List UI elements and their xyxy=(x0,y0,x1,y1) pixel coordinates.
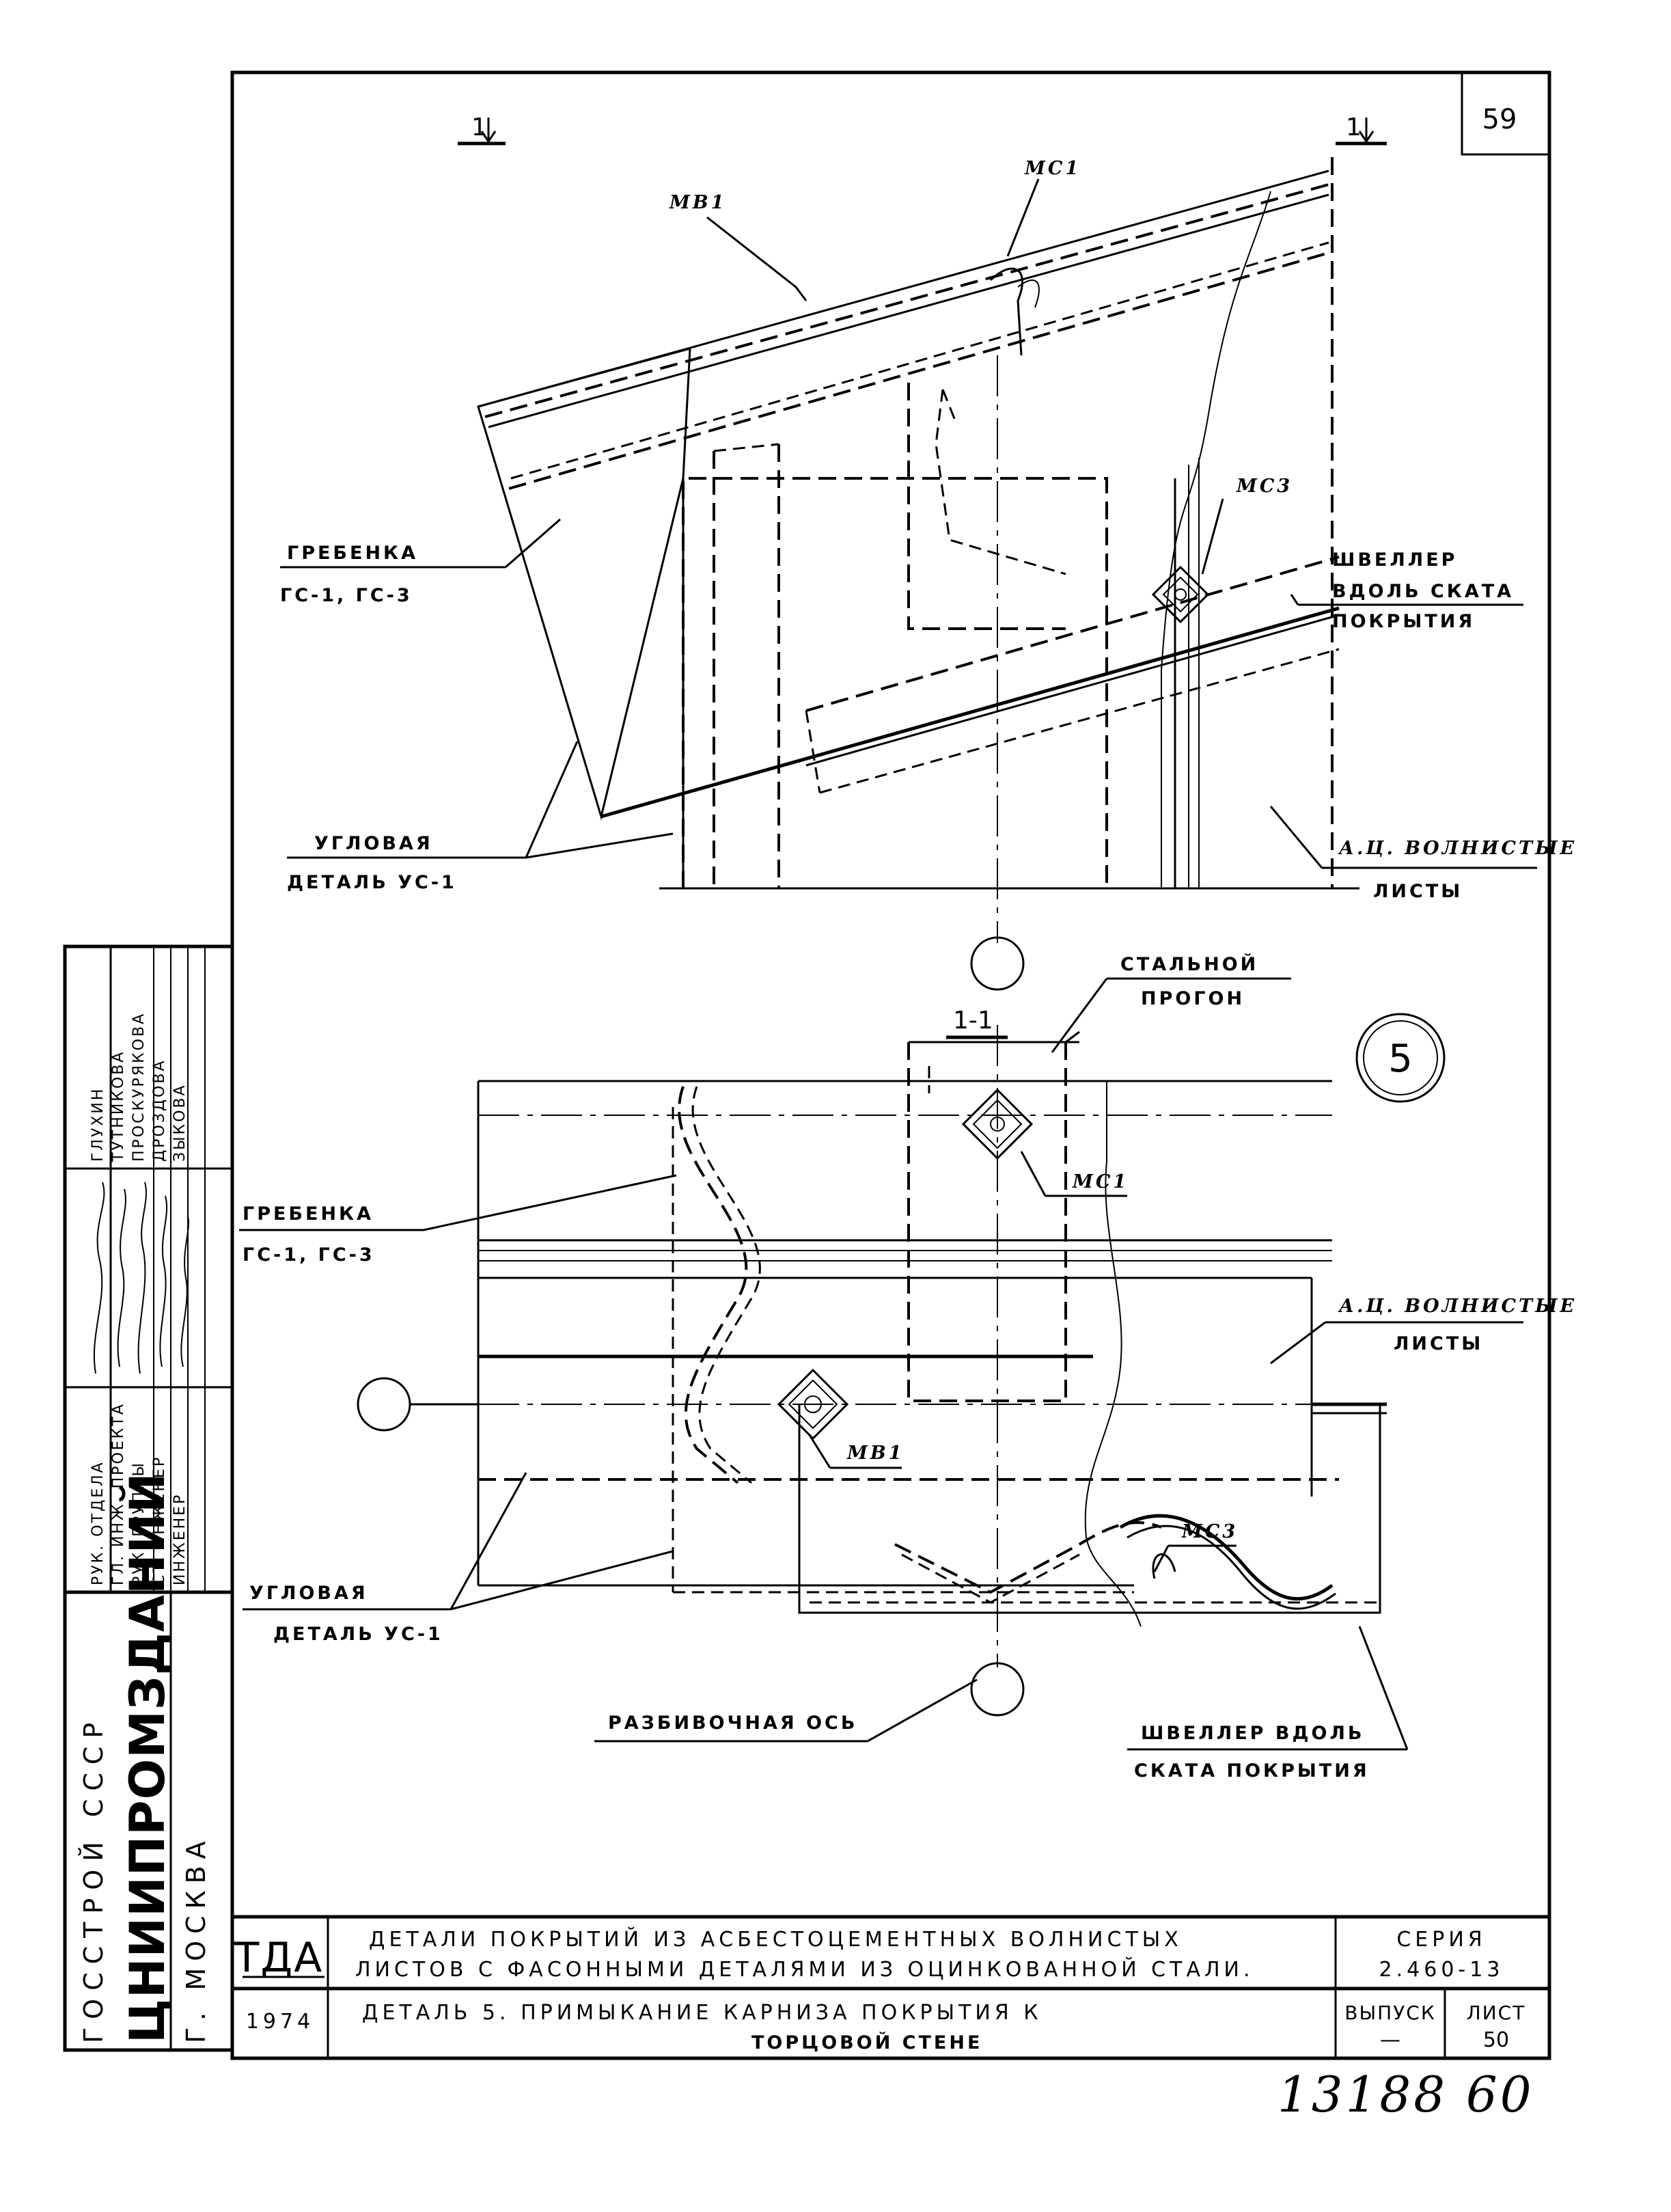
section-mark-right-label: 1 xyxy=(1346,113,1362,141)
sheet-label: ЛИСТ xyxy=(1467,2002,1526,2024)
year: 1974 xyxy=(246,2010,314,2034)
org-line2: ЦНИИПРОМЗДАНИЙ xyxy=(120,1472,176,2043)
name-5: ЗЫКОВА xyxy=(171,1083,189,1162)
detail-line2: ТОРЦОВОЙ СТЕНЕ xyxy=(751,2032,982,2053)
signatures xyxy=(93,1182,189,1374)
logo: ТДА xyxy=(234,1934,324,1982)
label-stalnoy: СТАЛЬНОЙ ПРОГОН xyxy=(1051,953,1291,1053)
org-line1: ГОССТРОЙ СССР xyxy=(79,1715,109,2043)
grebenka-lower-title: ГРЕБЕНКА xyxy=(243,1203,374,1225)
shveller-line2: ВДОЛЬ СКАТА xyxy=(1332,581,1514,602)
role-2: ГЛ. ИНЖ. ПРОЕКТА xyxy=(110,1402,127,1585)
label-ms1-lower: МС1 xyxy=(1020,1151,1129,1197)
section-title: 1-1 xyxy=(946,1007,1008,1039)
name-1: ГЛУХИН xyxy=(89,1087,107,1162)
name-3: ПРОСКУРЯКОВА xyxy=(130,1012,148,1162)
fastener-ms1-upper xyxy=(989,267,1040,356)
label-ms1-upper: МС1 xyxy=(1006,158,1081,257)
ms1-lower-label: МС1 xyxy=(1072,1171,1129,1192)
label-mv1-upper: МВ1 xyxy=(669,192,807,301)
ats-line1: А.Ц. ВОЛНИСТЫЕ xyxy=(1338,838,1577,859)
mv1-label: МВ1 xyxy=(669,192,727,213)
label-grebenka-lower: ГРЕБЕНКА ГС-1, ГС-3 xyxy=(239,1174,677,1266)
sheet-value: 50 xyxy=(1483,2028,1509,2052)
approval-stamp: РУК. ОТДЕЛА ГЛ. ИНЖ. ПРОЕКТА РУК. ГРУППЫ… xyxy=(63,944,234,2052)
grebenka-title: ГРЕБЕНКА xyxy=(287,543,418,564)
shveller-lower-line2: СКАТА ПОКРЫТИЯ xyxy=(1134,1760,1370,1781)
stalnoy-line1: СТАЛЬНОЙ xyxy=(1120,953,1258,975)
mv1-lower-label: МВ1 xyxy=(846,1443,904,1464)
sheet-number-box: 59 xyxy=(1461,72,1549,156)
fastener-ms1-lower xyxy=(961,1088,1034,1160)
grebenka-codes: ГС-1, ГС-3 xyxy=(280,585,413,606)
axis-marker-upper xyxy=(970,936,1025,991)
label-ms3-lower: МС3 xyxy=(1153,1521,1238,1572)
stalnoy-line2: ПРОГОН xyxy=(1141,988,1245,1009)
detail-number: 5 xyxy=(1388,1037,1413,1081)
name-2: ТУТНИКОВА xyxy=(110,1050,127,1162)
label-shveller-lower: ШВЕЛЛЕР ВДОЛЬ СКАТА ПОКРЫТИЯ xyxy=(1127,1626,1409,1781)
shveller-lower-line1: ШВЕЛЛЕР ВДОЛЬ xyxy=(1141,1723,1364,1744)
issue-value: — xyxy=(1380,2028,1400,2052)
label-uglovaya-lower: УГЛОВАЯ ДЕТАЛЬ УС-1 xyxy=(243,1472,674,1645)
label-ats-upper: А.Ц. ВОЛНИСТЫЕ ЛИСТЫ xyxy=(1269,806,1577,902)
ms1-label: МС1 xyxy=(1024,158,1081,179)
axis-marker-bottom xyxy=(970,1662,1025,1717)
detail-line1: ДЕТАЛЬ 5. ПРИМЫКАНИЕ КАРНИЗА ПОКРЫТИЯ К xyxy=(362,2001,1042,2025)
shveller-line1: ШВЕЛЛЕР xyxy=(1332,549,1457,571)
fastener-ms3-upper xyxy=(1151,565,1210,624)
axis-marker-left xyxy=(357,1377,411,1432)
label-mv1-lower: МВ1 xyxy=(808,1434,904,1469)
ms3-label: МС3 xyxy=(1236,476,1293,497)
ats-lower-line2: ЛИСТЫ xyxy=(1394,1333,1483,1354)
ms3-lower-label: МС3 xyxy=(1181,1521,1238,1542)
name-4: ДРОЗДОВА xyxy=(151,1059,168,1162)
shveller-line3: ПОКРЫТИЯ xyxy=(1332,611,1475,632)
label-shveller-upper: ШВЕЛЛЕР ВДОЛЬ СКАТА ПОКРЫТИЯ xyxy=(1290,549,1523,632)
lower-view: 1-1 5 xyxy=(239,953,1577,1781)
series-value: 2.460-13 xyxy=(1379,1958,1504,1982)
role-4: СТ. ИНЖЕНЕР xyxy=(151,1456,168,1585)
role-3: РУК. ГРУППЫ xyxy=(130,1461,148,1585)
upper-view: 1 1 xyxy=(280,113,1577,991)
series-label: СЕРИЯ xyxy=(1396,1928,1486,1952)
org-line3: Г. МОСКВА xyxy=(181,1834,211,2043)
fastener-mv1-lower xyxy=(777,1368,849,1440)
label-ats-lower: А.Ц. ВОЛНИСТЫЕ ЛИСТЫ xyxy=(1270,1296,1577,1365)
label-uglovaya-upper: УГЛОВАЯ ДЕТАЛЬ УС-1 xyxy=(287,741,674,893)
title-line1: ДЕТАЛИ ПОКРЫТИЙ ИЗ АСБЕСТОЦЕМЕНТНЫХ ВОЛН… xyxy=(369,1927,1183,1952)
detail-number-marker: 5 xyxy=(1355,1013,1446,1103)
uglovaya-line2: ДЕТАЛЬ УС-1 xyxy=(287,872,457,893)
razbivochnaya-label: РАЗБИВОЧНАЯ ОСЬ xyxy=(608,1712,857,1734)
role-1: РУК. ОТДЕЛА xyxy=(89,1460,107,1585)
label-grebenka-upper: ГРЕБЕНКА ГС-1, ГС-3 xyxy=(280,518,561,606)
ats-lower-line1: А.Ц. ВОЛНИСТЫЕ xyxy=(1338,1296,1577,1317)
label-razbivochnaya: РАЗБИВОЧНАЯ ОСЬ xyxy=(594,1678,978,1743)
uglovaya-line1: УГЛОВАЯ xyxy=(314,833,433,854)
uglovaya-lower-line1: УГЛОВАЯ xyxy=(249,1583,368,1604)
ats-line2: ЛИСТЫ xyxy=(1373,881,1463,902)
title-block: ТДА ДЕТАЛИ ПОКРЫТИЙ ИЗ АСБЕСТОЦЕМЕНТНЫХ … xyxy=(232,1915,1549,2058)
uglovaya-lower-line2: ДЕТАЛЬ УС-1 xyxy=(273,1624,443,1645)
inventory-number: 13188 60 xyxy=(1278,2066,1534,2123)
section-title-label: 1-1 xyxy=(953,1007,993,1035)
label-ms3-upper: МС3 xyxy=(1201,476,1293,575)
title-line2: ЛИСТОВ С ФАСОННЫМИ ДЕТАЛЯМИ ИЗ ОЦИНКОВАН… xyxy=(355,1957,1254,1982)
section-mark-right: 1 xyxy=(1336,113,1387,146)
grebenka-lower-codes: ГС-1, ГС-3 xyxy=(243,1244,375,1266)
section-mark-left: 1 xyxy=(458,113,506,146)
role-5: ИНЖЕНЕР xyxy=(171,1493,189,1585)
issue-label: ВЫПУСК xyxy=(1344,2002,1435,2024)
sheet-number: 59 xyxy=(1482,104,1517,135)
